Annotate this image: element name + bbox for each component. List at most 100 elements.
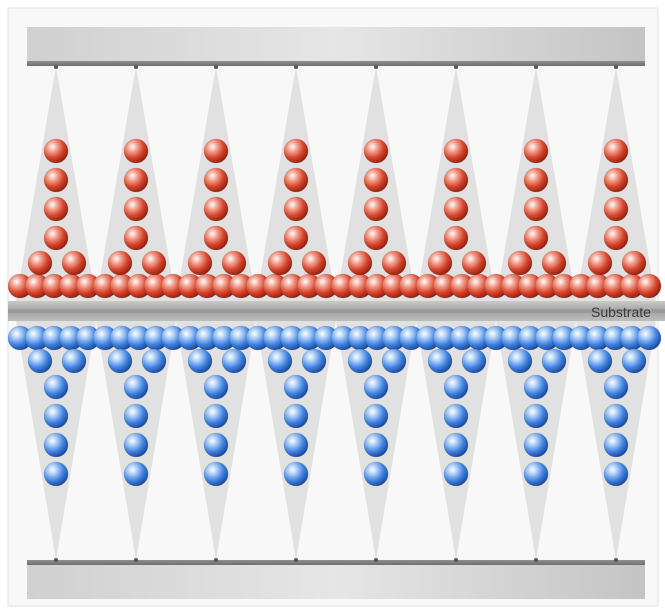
red-chain-sphere (283, 225, 309, 251)
blue-chain-sphere (603, 403, 629, 429)
blue-chain-sphere (443, 432, 469, 458)
blue-pair-sphere (267, 348, 293, 374)
blue-chain-sphere (363, 403, 389, 429)
red-chain-sphere (43, 225, 69, 251)
blue-chain-sphere (123, 432, 149, 458)
blue-chain-sphere (203, 461, 229, 487)
red-chain-sphere (123, 138, 149, 164)
blue-pair-sphere (107, 348, 133, 374)
bottom-tip (214, 558, 218, 562)
blue-chain-sphere (123, 461, 149, 487)
substrate-label: Substrate (591, 304, 651, 320)
blue-chain-sphere (283, 403, 309, 429)
blue-chain-sphere (523, 432, 549, 458)
red-chain-sphere (43, 196, 69, 222)
bottom-tip (294, 558, 298, 562)
blue-pair-sphere (187, 348, 213, 374)
red-chain-sphere (443, 225, 469, 251)
red-pair-sphere (27, 250, 53, 276)
blue-chain-sphere (123, 374, 149, 400)
top-plate (27, 27, 645, 66)
red-pair-sphere (301, 250, 327, 276)
blue-chain-sphere (523, 403, 549, 429)
blue-pair-sphere (381, 348, 407, 374)
blue-chain-sphere (363, 432, 389, 458)
blue-pair-sphere (141, 348, 167, 374)
red-chain-sphere (443, 167, 469, 193)
red-chain-sphere (363, 196, 389, 222)
top-tip (374, 65, 378, 69)
red-chain-sphere (43, 167, 69, 193)
top-tip (294, 65, 298, 69)
blue-chain-sphere (43, 403, 69, 429)
red-chain-sphere (523, 138, 549, 164)
blue-chain-sphere (43, 374, 69, 400)
blue-chain-sphere (283, 432, 309, 458)
blue-chain-sphere (123, 403, 149, 429)
blue-pair-sphere (27, 348, 53, 374)
top-tip (134, 65, 138, 69)
blue-pair-sphere (461, 348, 487, 374)
red-pair-sphere (141, 250, 167, 276)
red-chain-sphere (363, 225, 389, 251)
blue-chain-sphere (203, 432, 229, 458)
blue-base-sphere (636, 325, 662, 351)
blue-chain-sphere (363, 461, 389, 487)
top-tip (534, 65, 538, 69)
red-chain-sphere (123, 167, 149, 193)
red-pair-sphere (61, 250, 87, 276)
red-pair-sphere (267, 250, 293, 276)
blue-chain-sphere (43, 461, 69, 487)
top-tip (614, 65, 618, 69)
blue-chain-sphere (203, 374, 229, 400)
blue-pair-sphere (541, 348, 567, 374)
blue-pair-sphere (301, 348, 327, 374)
red-sphere-layer (7, 138, 662, 299)
red-chain-sphere (203, 196, 229, 222)
red-pair-sphere (347, 250, 373, 276)
red-chain-sphere (283, 138, 309, 164)
red-pair-sphere (587, 250, 613, 276)
red-pair-sphere (187, 250, 213, 276)
red-chain-sphere (523, 167, 549, 193)
blue-pair-sphere (347, 348, 373, 374)
bottom-tip (534, 558, 538, 562)
red-chain-sphere (283, 196, 309, 222)
red-pair-sphere (461, 250, 487, 276)
red-pair-sphere (427, 250, 453, 276)
blue-pair-sphere (61, 348, 87, 374)
top-tip (54, 65, 58, 69)
blue-chain-sphere (283, 374, 309, 400)
blue-chain-sphere (43, 432, 69, 458)
red-pair-sphere (221, 250, 247, 276)
red-chain-sphere (363, 138, 389, 164)
red-chain-sphere (523, 196, 549, 222)
top-tip (214, 65, 218, 69)
red-chain-sphere (123, 225, 149, 251)
red-pair-sphere (507, 250, 533, 276)
bottom-tip (374, 558, 378, 562)
cone-tips (54, 65, 618, 562)
red-chain-sphere (603, 138, 629, 164)
blue-chain-sphere (523, 374, 549, 400)
red-chain-sphere (203, 138, 229, 164)
bottom-tip (454, 558, 458, 562)
blue-chain-sphere (443, 461, 469, 487)
red-chain-sphere (283, 167, 309, 193)
blue-pair-sphere (427, 348, 453, 374)
red-chain-sphere (43, 138, 69, 164)
blue-pair-sphere (221, 348, 247, 374)
blue-pair-sphere (621, 348, 647, 374)
red-chain-sphere (523, 225, 549, 251)
red-chain-sphere (603, 225, 629, 251)
red-pair-sphere (541, 250, 567, 276)
red-pair-sphere (621, 250, 647, 276)
red-chain-sphere (203, 167, 229, 193)
blue-chain-sphere (443, 403, 469, 429)
blue-chain-sphere (283, 461, 309, 487)
red-pair-sphere (381, 250, 407, 276)
red-chain-sphere (603, 167, 629, 193)
blue-chain-sphere (523, 461, 549, 487)
red-base-sphere (636, 273, 662, 299)
blue-chain-sphere (603, 432, 629, 458)
